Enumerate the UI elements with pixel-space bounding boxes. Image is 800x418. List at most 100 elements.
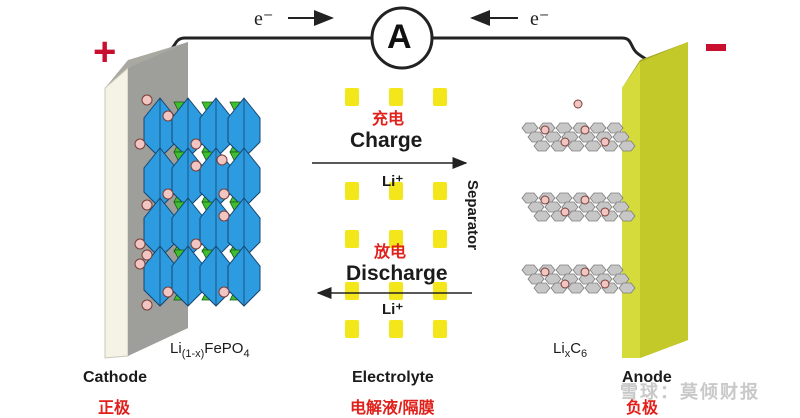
graphite-hexagon [527, 131, 545, 143]
li-ion [580, 125, 590, 135]
graphite-hexagon [527, 273, 545, 285]
graphite-hexagon [589, 122, 607, 134]
li-ion [190, 138, 202, 150]
graphite-hexagon [589, 264, 607, 276]
graphite-hexagon [618, 282, 636, 294]
electrolyte-square [345, 182, 359, 200]
li-ion [560, 207, 570, 217]
electrolyte-square [389, 230, 403, 248]
li-ion [190, 160, 202, 172]
graphite-hexagon [606, 264, 624, 276]
li-ion [600, 137, 610, 147]
graphite-hexagon [606, 192, 624, 204]
formula-part: Li [553, 340, 565, 357]
charge-label: Charge [350, 129, 423, 152]
graphite-hexagon [567, 140, 585, 152]
graphite-hexagon [589, 192, 607, 204]
electrolyte-square [433, 282, 447, 300]
li-ion [218, 210, 230, 222]
electrolyte-square [389, 182, 403, 200]
electrolyte-square [345, 320, 359, 338]
formula-part: FePO [204, 340, 244, 357]
li-ion [141, 249, 153, 261]
ammeter-label: A [387, 18, 412, 56]
electrolyte-square [389, 320, 403, 338]
formula-sub: x [564, 348, 571, 360]
formula-part: C [570, 340, 582, 357]
electrolyte-label: Electrolyte [352, 369, 434, 386]
circuit-wire-right [432, 36, 658, 73]
li-ion [162, 110, 174, 122]
electron-left-label: e⁻ [254, 8, 274, 30]
cathode-material-formula: Li(1-x)FePO4 [170, 340, 250, 360]
graphite-hexagon [527, 201, 545, 213]
graphite-hexagon [533, 282, 551, 294]
graphite-hexagon [584, 210, 602, 222]
anode-cn-label: 负极 [626, 400, 659, 417]
electron-right-label: e⁻ [530, 8, 550, 30]
li-ion [600, 207, 610, 217]
li-ion [218, 188, 230, 200]
li-ion [540, 195, 550, 205]
li-ion [218, 286, 230, 298]
graphite-hexagon [618, 140, 636, 152]
discharge-cn-label: 放电 [374, 244, 407, 261]
li-ion [162, 188, 174, 200]
electrolyte-square [433, 88, 447, 106]
li-ion [162, 286, 174, 298]
li-ion [134, 258, 146, 270]
ammeter-icon [370, 6, 434, 70]
li-ion [141, 94, 153, 106]
graphite-hexagon [618, 210, 636, 222]
li-ion [600, 279, 610, 289]
graphite-hexagon [567, 282, 585, 294]
electrolyte-square [433, 182, 447, 200]
graphite-hexagon [612, 131, 630, 143]
li-ion [580, 195, 590, 205]
minus-sign [706, 44, 726, 51]
formula-part: Li [170, 340, 182, 357]
anode-plate [622, 42, 688, 358]
li-ion [540, 267, 550, 277]
anode-graphite-layers [521, 99, 636, 294]
formula-sub: 4 [243, 348, 250, 360]
electrolyte-square [345, 230, 359, 248]
formula-sub: (1-x) [181, 348, 205, 360]
li-ion [560, 137, 570, 147]
graphite-hexagon [555, 122, 573, 134]
li-ion [216, 154, 228, 166]
li-ion [134, 238, 146, 250]
charge-ion-label: Li⁺ [382, 173, 404, 190]
graphite-hexagon [584, 282, 602, 294]
electrolyte-square [345, 282, 359, 300]
electrolyte-square [433, 230, 447, 248]
cathode-cn-label: 正极 [98, 400, 131, 417]
graphite-hexagon [567, 210, 585, 222]
anode-material-formula: LixC6 [553, 340, 587, 360]
electrolyte-square [389, 88, 403, 106]
discharge-ion-label: Li⁺ [382, 301, 404, 318]
electrolyte-ions [345, 88, 447, 338]
graphite-hexagon [521, 122, 539, 134]
cathode-crystal-structure [134, 94, 261, 311]
graphite-hexagon [612, 273, 630, 285]
graphite-hexagon [612, 201, 630, 213]
li-ion [141, 299, 153, 311]
charge-cn-label: 充电 [372, 111, 405, 128]
graphite-hexagon [521, 264, 539, 276]
graphite-hexagon [555, 264, 573, 276]
graphite-hexagon [606, 122, 624, 134]
watermark: 雪球：莫倾财报 [620, 382, 760, 402]
li-ion [573, 99, 583, 109]
li-ion [190, 238, 202, 250]
li-ion [134, 138, 146, 150]
li-ion [540, 125, 550, 135]
discharge-label: Discharge [346, 262, 448, 285]
graphite-hexagon [533, 140, 551, 152]
electrolyte-square [389, 282, 403, 300]
graphite-hexagon [555, 192, 573, 204]
li-ion [560, 279, 570, 289]
li-ion [141, 199, 153, 211]
separator-label: Separator [464, 180, 481, 251]
